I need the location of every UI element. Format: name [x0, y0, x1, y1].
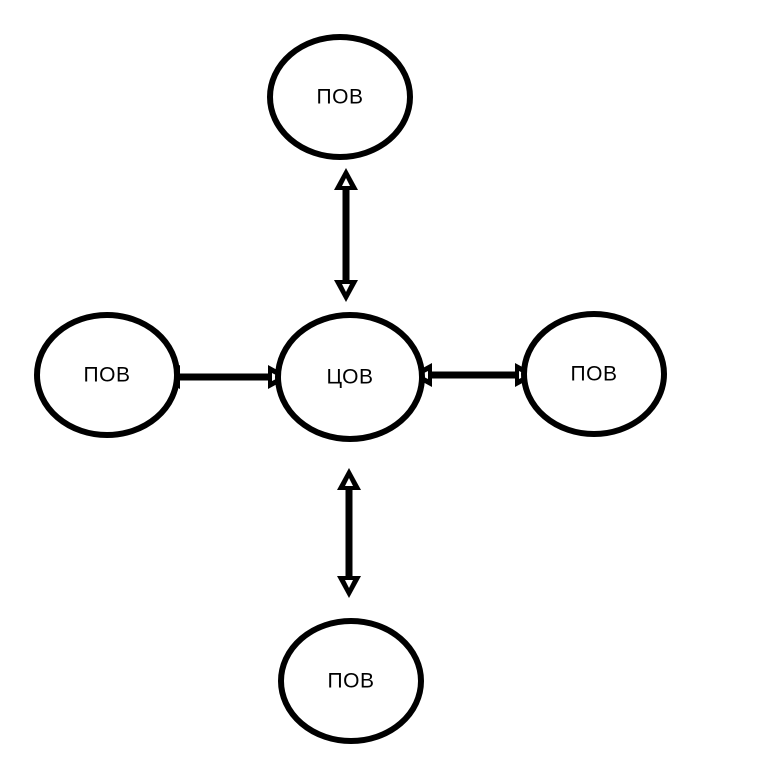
node-top-ellipse[interactable]	[267, 34, 413, 160]
link-center-top-arrowhead-up-notch	[342, 178, 350, 186]
link-center-bottom-arrowhead-up-notch	[345, 478, 353, 486]
node-right[interactable]: ПОВ	[521, 311, 667, 437]
node-center[interactable]: ЦОВ	[275, 312, 425, 442]
link-center-top-arrowhead-down-notch	[342, 284, 350, 292]
node-left-label: ПОВ	[84, 364, 131, 387]
node-top-label: ПОВ	[317, 86, 364, 109]
node-center-ellipse[interactable]	[275, 312, 425, 442]
link-center-top	[334, 168, 358, 302]
node-center-label: ЦОВ	[327, 366, 374, 389]
node-right-label: ПОВ	[571, 363, 618, 386]
node-top[interactable]: ПОВ	[267, 34, 413, 160]
node-bottom-label: ПОВ	[328, 670, 375, 693]
node-right-ellipse[interactable]	[521, 311, 667, 437]
node-bottom[interactable]: ПОВ	[278, 618, 424, 744]
link-center-bottom	[337, 468, 361, 598]
node-bottom-ellipse[interactable]	[278, 618, 424, 744]
link-center-bottom-arrowhead-down-notch	[345, 580, 353, 588]
link-center-right	[410, 363, 537, 387]
node-left-ellipse[interactable]	[34, 312, 180, 438]
node-left[interactable]: ПОВ	[34, 312, 180, 438]
